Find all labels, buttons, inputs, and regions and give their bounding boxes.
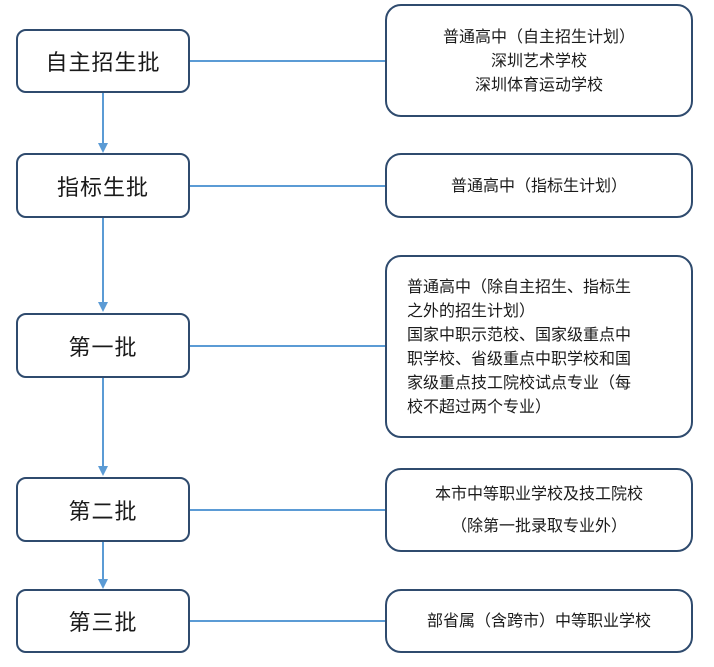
batch-label: 第三批	[68, 611, 138, 636]
batch-box-autonomous: 自主招生批	[16, 29, 190, 93]
description-line: 之外的招生计划）	[407, 300, 536, 320]
description-line: 国家中职示范校、国家级重点中	[407, 324, 632, 344]
description-box-autonomous: 普通高中（自主招生计划） 深圳艺术学校 深圳体育运动学校	[385, 4, 693, 117]
description-line: 家级重点技工院校试点专业（每	[407, 372, 632, 392]
description-line: 校不超过两个专业）	[407, 396, 552, 416]
batch-box-first: 第一批	[16, 313, 190, 378]
batch-label: 第一批	[68, 335, 138, 361]
batch-label: 指标生批	[56, 175, 149, 201]
description-line: 部省属（含跨市）中等职业学校	[426, 611, 651, 630]
description-box-second: 本市中等职业学校及技工院校 （除第一批录取专业外）	[385, 468, 693, 552]
description-line: 普通高中（除自主招生、指标生	[407, 276, 632, 296]
description-line: 普通高中（自主招生计划）	[442, 26, 635, 46]
description-line: 职学校、省级重点中职学校和国	[407, 348, 632, 368]
batch-label: 第二批	[68, 499, 138, 525]
description-box-first: 普通高中（除自主招生、指标生 之外的招生计划） 国家中职示范校、国家级重点中 职…	[385, 255, 693, 438]
batch-box-third: 第三批	[16, 589, 190, 653]
batch-box-quota: 指标生批	[16, 153, 190, 218]
description-line: 本市中等职业学校及技工院校	[434, 484, 643, 503]
batch-box-second: 第二批	[16, 477, 190, 542]
description-line: 深圳体育运动学校	[474, 74, 603, 94]
batch-label: 自主招生批	[45, 51, 161, 76]
description-box-third: 部省属（含跨市）中等职业学校	[385, 589, 693, 653]
description-line: 深圳艺术学校	[490, 50, 587, 70]
description-box-quota: 普通高中（指标生计划）	[385, 153, 693, 218]
description-line: 普通高中（指标生计划）	[450, 175, 627, 195]
description-line: （除第一批录取专业外）	[450, 516, 627, 535]
